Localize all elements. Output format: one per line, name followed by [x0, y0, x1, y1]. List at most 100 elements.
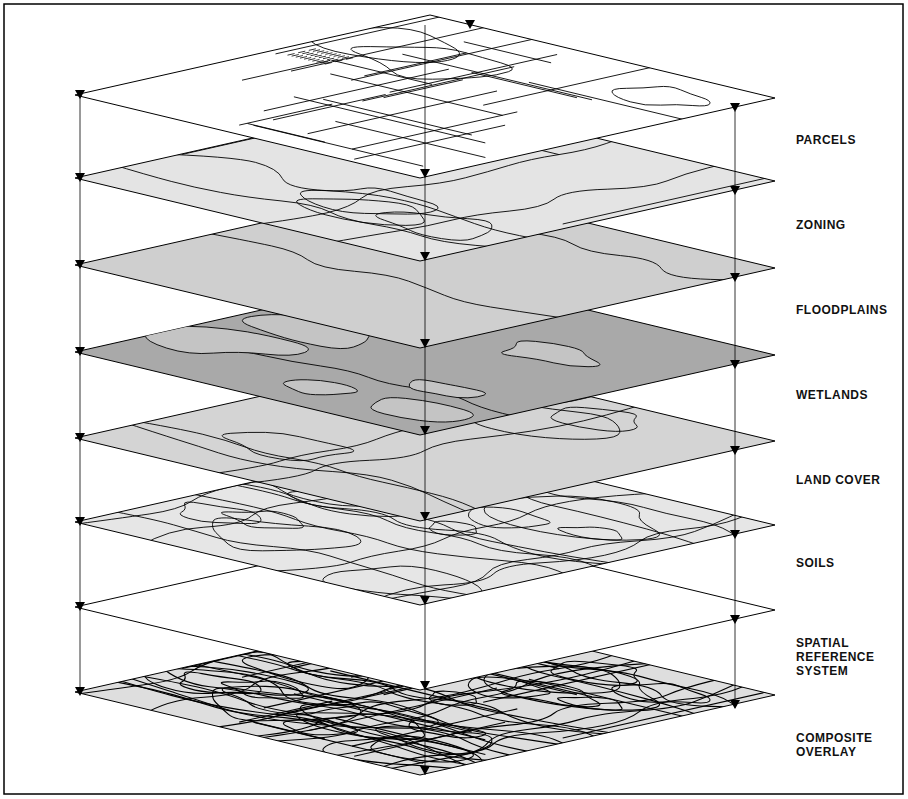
arrowhead — [420, 681, 430, 690]
parcel-hatch — [315, 55, 322, 57]
map-feature-line — [291, 16, 536, 71]
map-feature-line — [529, 82, 714, 127]
arrowhead — [465, 20, 475, 29]
map-feature-line — [484, 496, 659, 540]
parcel-hatch — [338, 56, 345, 58]
arrowhead — [75, 347, 85, 356]
arrowhead — [75, 260, 85, 269]
map-feature-line — [390, 55, 557, 93]
parcel-hatch — [296, 56, 303, 58]
map-feature-line — [308, 28, 460, 63]
map-feature-line — [276, 11, 465, 54]
map-feature-line — [99, 509, 487, 598]
map-feature-line — [323, 736, 482, 769]
parcel-hatch — [309, 49, 316, 51]
arrowhead — [730, 103, 740, 112]
map-feature-line — [318, 162, 731, 245]
parcel-hatch — [330, 54, 337, 56]
parcel-hatch — [335, 60, 342, 62]
arrowhead — [75, 173, 85, 182]
map-feature-line — [124, 419, 488, 514]
map-feature-line — [402, 54, 592, 100]
map-feature-line — [483, 50, 728, 105]
parcel-hatch — [288, 54, 295, 56]
map-feature-line — [558, 527, 622, 540]
layer-label: WETLANDS — [796, 388, 868, 402]
parcel-hatch — [306, 53, 313, 55]
parcel-hatch — [331, 59, 338, 61]
map-feature-line — [222, 432, 354, 460]
map-feature-line — [373, 680, 745, 773]
layer-label: COMPOSITE OVERLAY — [796, 731, 892, 759]
map-feature-line — [484, 666, 659, 710]
map-feature-line — [248, 124, 325, 143]
parcel-hatch — [319, 56, 326, 58]
map-feature-line — [563, 175, 779, 224]
layer-label: SPATIAL REFERENCE SYSTEM — [796, 636, 892, 678]
layer-features — [239, 11, 728, 166]
parcel-hatch — [298, 51, 305, 53]
arrowhead — [730, 360, 740, 369]
parcel-hatch — [312, 60, 319, 62]
map-feature-line — [273, 95, 386, 120]
map-feature-line — [107, 163, 512, 249]
map-feature-line — [409, 380, 486, 398]
arrowhead — [420, 169, 430, 178]
registration-line — [425, 25, 426, 775]
arrowhead — [420, 426, 430, 435]
map-feature-line — [212, 518, 360, 551]
arrowhead — [75, 90, 85, 99]
map-feature-line — [283, 380, 357, 395]
map-feature-line — [371, 682, 755, 772]
map-feature-line — [212, 688, 360, 721]
map-feature-line — [468, 677, 550, 698]
layer-label: SOILS — [796, 556, 835, 570]
parcel-hatch — [327, 58, 334, 60]
arrowhead — [420, 766, 430, 775]
map-feature-line — [371, 398, 474, 422]
arrowhead — [730, 446, 740, 455]
layer-label: FLOODPLAINS — [796, 303, 888, 317]
map-feature-line — [323, 566, 482, 599]
parcel-hatch — [311, 54, 318, 56]
map-feature-line — [551, 407, 637, 431]
map-feature-line — [300, 188, 438, 214]
arrowhead — [420, 339, 430, 348]
parcel-hatch — [317, 51, 324, 53]
map-feature-line — [351, 39, 534, 80]
arrowhead — [420, 252, 430, 261]
parcel-hatch — [308, 59, 315, 61]
map-feature-line — [352, 112, 517, 149]
map-feature-line — [384, 80, 463, 98]
arrowhead — [730, 615, 740, 624]
map-feature-line — [323, 99, 472, 135]
layer-label: LAND COVER — [796, 473, 880, 487]
parcel-hatch — [304, 58, 311, 60]
map-feature-line — [371, 738, 474, 762]
arrowhead — [420, 596, 430, 605]
map-feature-line — [373, 510, 745, 603]
map-feature-line — [429, 691, 476, 705]
parcel-hatch — [321, 62, 328, 64]
arrowhead — [75, 602, 85, 611]
arrowhead — [730, 700, 740, 709]
map-feature-line — [148, 154, 545, 241]
map-feature-line — [468, 507, 550, 528]
arrowhead — [730, 186, 740, 195]
map-feature-line — [264, 69, 449, 111]
arrowhead — [75, 433, 85, 442]
layer-label: PARCELS — [796, 133, 856, 147]
parcel-hatch — [325, 53, 332, 55]
map-feature-line — [502, 341, 600, 367]
arrowhead — [420, 512, 430, 521]
arrowhead — [75, 687, 85, 696]
parcel-hatch — [325, 63, 332, 65]
parcel-hatch — [300, 57, 307, 59]
map-feature-line — [558, 697, 622, 710]
layer-features — [118, 392, 650, 516]
map-feature-line — [371, 512, 755, 602]
map-feature-line — [364, 53, 466, 76]
arrowhead — [75, 517, 85, 526]
